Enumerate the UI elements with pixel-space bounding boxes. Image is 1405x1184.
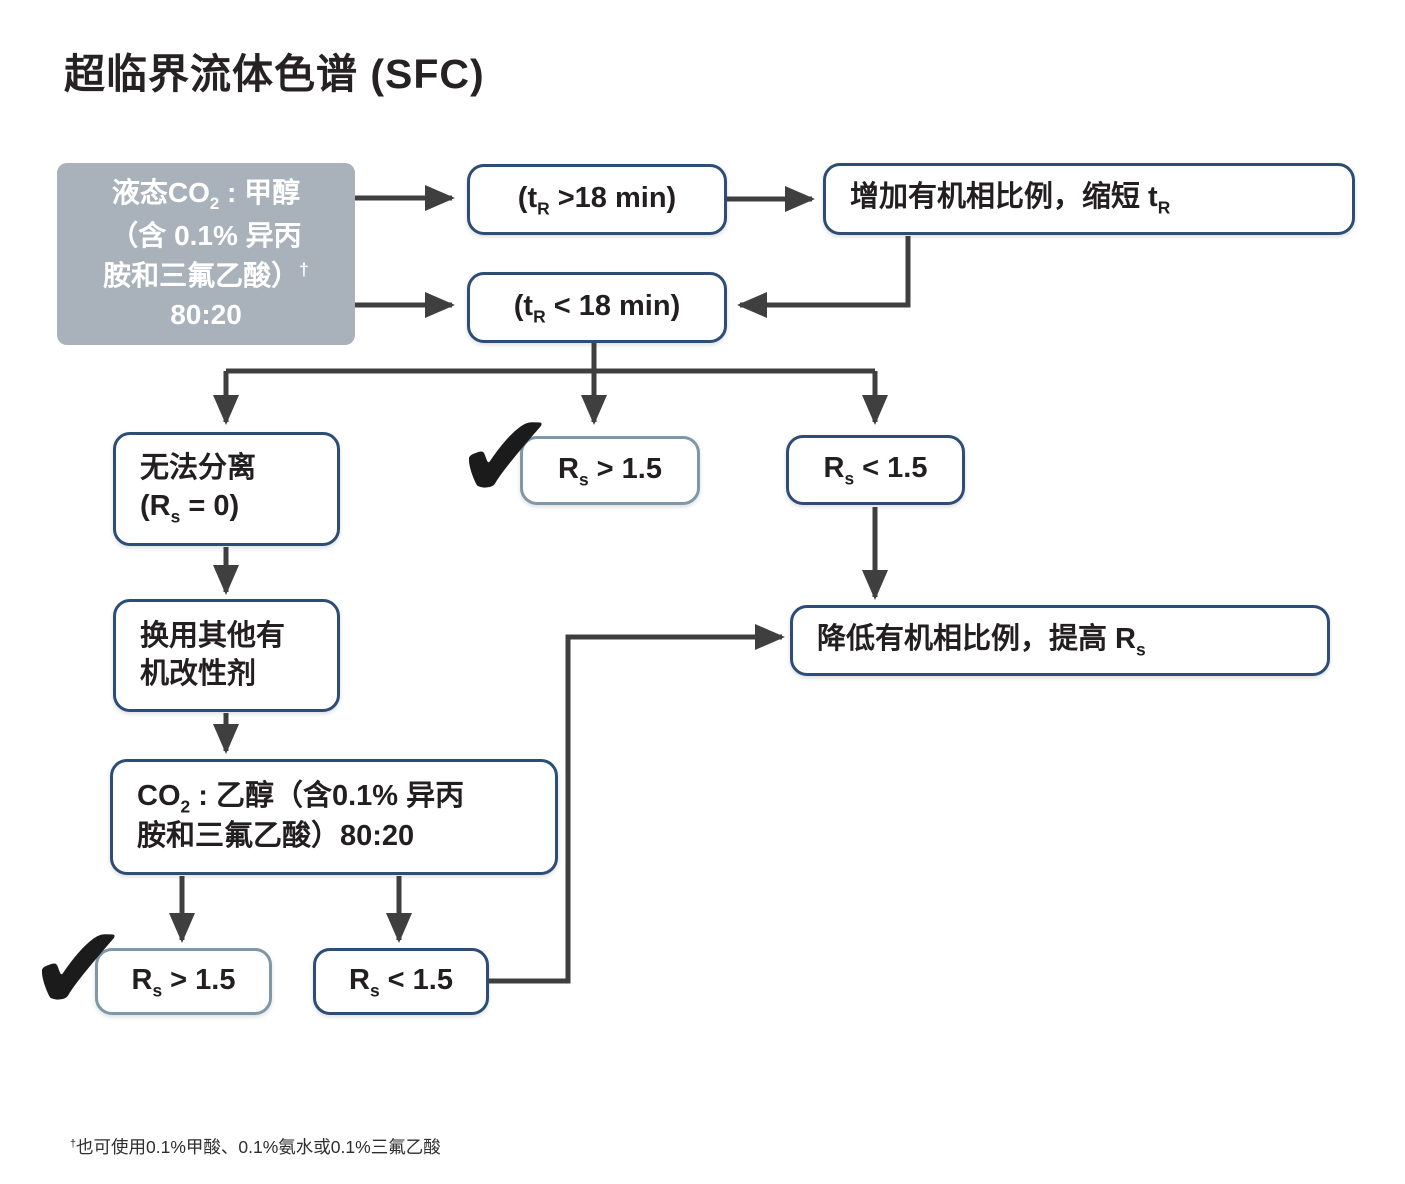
node-cannot-separate: 无法分离 (Rs = 0)	[113, 432, 340, 546]
footnote: †也可使用0.1%甲酸、0.1%氨水或0.1%三氟乙酸	[70, 1137, 441, 1157]
dagger-mark: †	[70, 1138, 77, 1151]
node-rs-gt-1-5-bottom: Rs > 1.5	[95, 948, 272, 1015]
node-line: 降低有机相比例，提高 Rs	[817, 622, 1146, 659]
node-reduce-organic: 降低有机相比例，提高 Rs	[790, 605, 1330, 676]
node-line: 80:20	[170, 299, 242, 331]
node-line: (Rs = 0)	[140, 489, 240, 527]
node-rs-lt-1-5-right: Rs < 1.5	[786, 435, 965, 505]
node-line: 增加有机相比例，缩短 tR	[850, 181, 1171, 218]
node-tr-lt-18min: (tR < 18 min)	[467, 272, 727, 343]
node-co2-ethanol: CO2 : 乙醇（含0.1% 异丙 胺和三氟乙酸）80:20	[110, 759, 558, 875]
checkmark-icon: ✔	[28, 900, 129, 1039]
node-rs-lt-1-5-bottom: Rs < 1.5	[313, 948, 489, 1015]
node-line: （含 0.1% 异丙	[110, 219, 302, 251]
page-title: 超临界流体色谱 (SFC)	[64, 51, 485, 97]
node-line: 胺和三氟乙酸）80:20	[137, 820, 415, 853]
node-line: 机改性剂	[140, 657, 257, 690]
node-line: 无法分离	[140, 452, 257, 485]
node-line: Rs > 1.5	[558, 452, 662, 489]
node-line: Rs > 1.5	[131, 963, 236, 1000]
node-line: Rs < 1.5	[823, 452, 928, 489]
node-start-mobile-phase: 液态CO2 : 甲醇 （含 0.1% 异丙 胺和三氟乙酸）† 80:20	[57, 163, 355, 345]
node-rs-gt-1-5-mid: Rs > 1.5	[520, 436, 700, 505]
node-line: 液态CO2 : 甲醇	[111, 176, 301, 213]
node-line: (tR >18 min)	[517, 181, 677, 218]
node-tr-gt-18min: (tR >18 min)	[467, 164, 727, 235]
dagger-mark: †	[299, 259, 309, 280]
node-line: 换用其他有	[140, 619, 286, 652]
node-increase-organic: 增加有机相比例，缩短 tR	[823, 163, 1355, 235]
node-line: (tR < 18 min)	[513, 289, 681, 326]
node-line: Rs < 1.5	[349, 963, 453, 1000]
checkmark-icon: ✔	[455, 388, 556, 527]
node-change-modifier: 换用其他有 机改性剂	[113, 599, 340, 712]
node-line: CO2 : 乙醇（含0.1% 异丙	[137, 780, 465, 817]
node-line: 胺和三氟乙酸）†	[103, 259, 309, 291]
